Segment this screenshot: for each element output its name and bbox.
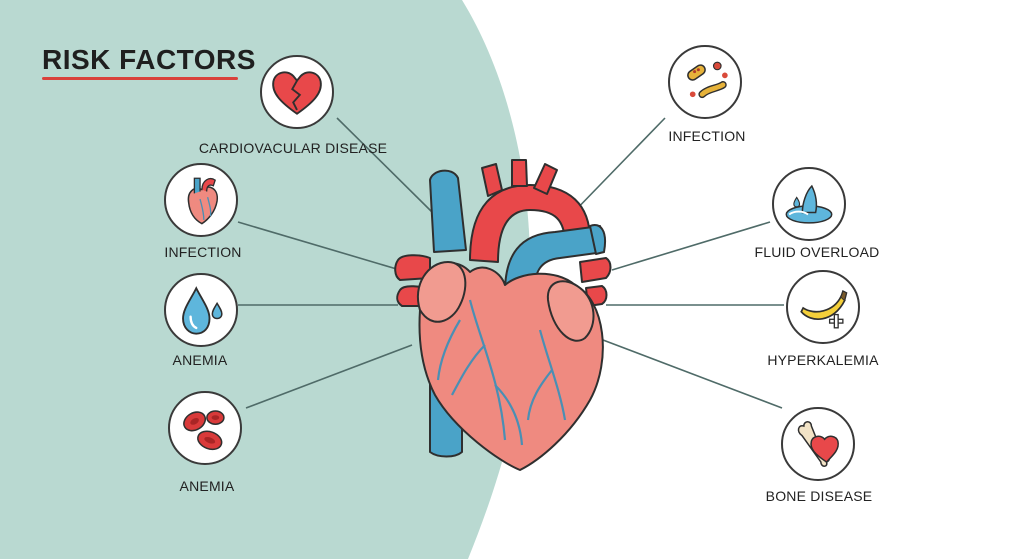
connector-infection-right (567, 117, 666, 219)
label-anemia-2: ANEMIA (179, 478, 235, 494)
label-cardiovascular-disease: CARDIOVACULAR DISEASE (198, 140, 388, 156)
connector-infection-left (237, 221, 401, 271)
label-anemia-1: ANEMIA (172, 352, 228, 368)
label-fluid-overload: FLUID OVERLOAD (754, 244, 880, 260)
connector-bone-disease (602, 339, 783, 409)
page-title: RISK FACTORS (42, 44, 256, 75)
heart-icon (394, 159, 612, 471)
broken-heart-icon (260, 55, 334, 129)
banana-icon (786, 270, 860, 344)
connector-fluid-overload (611, 221, 771, 271)
connector-anemia-2 (245, 344, 413, 409)
connector-cardiovascular (336, 117, 433, 213)
label-hyperkalemia: HYPERKALEMIA (767, 352, 879, 368)
title-underline (42, 77, 238, 80)
red-blood-cells-icon (168, 391, 242, 465)
label-infection-left: INFECTION (164, 244, 242, 260)
bone-heart-icon (781, 407, 855, 481)
label-infection-right: INFECTION (668, 128, 746, 144)
connector-lines (237, 117, 784, 409)
label-bone-disease: BONE DISEASE (765, 488, 873, 504)
water-drop-icon (164, 273, 238, 347)
heart-anatomy-icon (164, 163, 238, 237)
water-splash-icon (772, 167, 846, 241)
bacteria-icon (668, 45, 742, 119)
background-teal-region (0, 0, 531, 559)
